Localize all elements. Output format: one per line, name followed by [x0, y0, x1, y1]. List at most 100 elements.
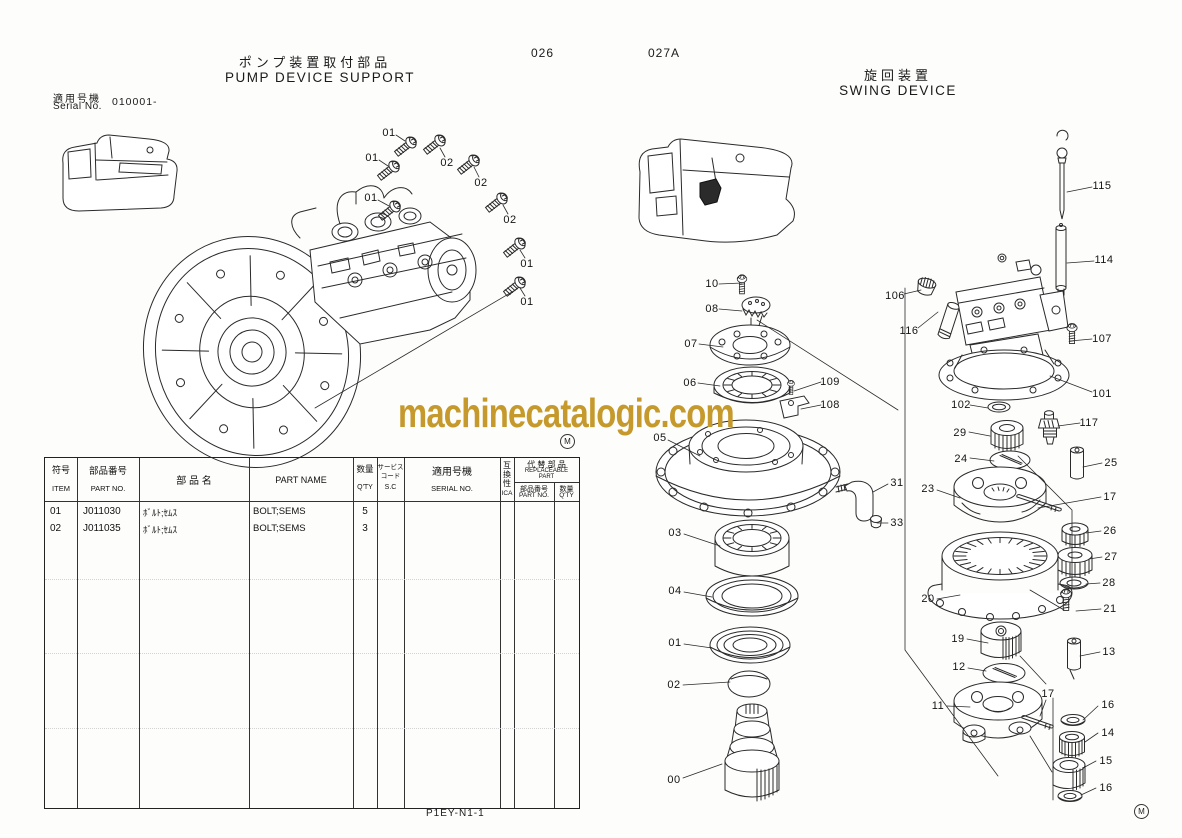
serial-label-jp: 適用号機	[53, 94, 101, 105]
swing-part-11-carrier	[953, 681, 1043, 744]
table-divider	[353, 458, 354, 808]
callout-12: 12	[952, 661, 966, 673]
col-ica-2: 換	[503, 470, 511, 479]
table-rule	[45, 579, 579, 580]
callout-02: 02	[503, 214, 517, 226]
col-repl-en1: REPLACEABLE	[524, 468, 569, 474]
col-sc-2: コード	[380, 473, 401, 480]
callout-17: 17	[1103, 491, 1117, 503]
table-divider	[77, 458, 78, 808]
swing-part-07	[709, 324, 791, 366]
watermark: machinecatalogic.com	[398, 390, 735, 436]
table-divider	[514, 458, 515, 808]
serial-label-en: Serial No.	[53, 101, 102, 112]
swing-part-17-lower	[1021, 715, 1054, 730]
table-divider	[554, 482, 555, 808]
swing-part-13	[1067, 637, 1081, 680]
swing-part-115-dipstick	[1056, 129, 1069, 220]
col-qty-jp: 数量	[356, 464, 374, 474]
callout-106: 106	[885, 290, 905, 302]
col-repl-qty-en: Q'TY	[559, 492, 574, 499]
swing-part-03	[715, 520, 789, 577]
swing-leader-lines	[667, 186, 1103, 796]
callout-17: 17	[1041, 688, 1055, 700]
swing-part-29	[990, 420, 1024, 452]
swing-part-01	[709, 626, 791, 664]
table-divider	[249, 458, 250, 808]
col-repl-qty-jp: 数量	[559, 486, 574, 493]
pump-section-title-en: PUMP DEVICE SUPPORT	[225, 70, 416, 85]
pump-leader-lines	[314, 134, 526, 409]
page-code-right: 027A	[648, 46, 681, 60]
swing-part-19	[980, 621, 1022, 660]
swing-part-23	[953, 466, 1047, 523]
swing-part-17-upper	[1016, 494, 1062, 512]
table-divider	[500, 458, 501, 808]
callout-08: 08	[705, 303, 719, 315]
callout-01: 01	[520, 296, 534, 308]
swing-part-102	[987, 401, 1011, 413]
swing-part-108	[779, 395, 810, 419]
pump-assembly	[142, 185, 477, 468]
callout-116: 116	[899, 325, 919, 337]
callout-107: 107	[1092, 333, 1112, 345]
swing-part-00-shaft	[724, 703, 780, 802]
col-ica-1: 互	[503, 461, 511, 470]
col-serial-jp: 適用号機	[432, 467, 472, 478]
cell-name-jp: ﾎﾞﾙﾄ;ｾﾑｽ	[143, 525, 178, 535]
swing-part-16-lower	[1057, 790, 1083, 802]
callout-16: 16	[1099, 782, 1113, 794]
col-partno-en: PART NO.	[90, 484, 126, 493]
callout-29: 29	[953, 427, 967, 439]
table-divider	[377, 458, 378, 808]
swing-part-20-ring-gear	[928, 532, 1072, 621]
swing-part-25	[1070, 446, 1084, 480]
callout-26: 26	[1103, 525, 1117, 537]
cell-qty: 3	[362, 523, 368, 534]
col-sc-1: サービス	[377, 464, 404, 471]
col-repl-jp: 代 替 部 品	[527, 460, 566, 469]
col-repl-partno-jp: 部品番号	[520, 486, 548, 493]
callout-31: 31	[890, 477, 904, 489]
excavator-thumb-right	[638, 138, 795, 243]
cell-part-no: J011030	[83, 506, 121, 517]
swing-part-31	[835, 480, 874, 522]
swing-part-08	[741, 296, 771, 337]
callout-03: 03	[668, 527, 682, 539]
swing-part-33	[870, 515, 882, 529]
pump-section-title-jp: ポンプ装置取付部品	[238, 55, 392, 70]
callout-19: 19	[951, 633, 965, 645]
callout-27: 27	[1104, 551, 1118, 563]
drawing-code: P1EY-N1-1	[426, 808, 485, 819]
callout-24: 24	[954, 453, 968, 465]
col-item-jp: 符号	[51, 465, 70, 475]
callout-01: 01	[364, 192, 378, 204]
callout-16: 16	[1101, 699, 1115, 711]
swing-part-106	[917, 277, 937, 296]
swing-part-02	[727, 670, 771, 698]
swing-part-05	[655, 419, 841, 518]
col-repl-partno-en: PART NO.	[519, 492, 549, 499]
col-sc-3: S.C	[384, 484, 397, 491]
swing-part-16-upper	[1060, 714, 1086, 726]
callout-02: 02	[667, 679, 681, 691]
callout-28: 28	[1102, 577, 1116, 589]
excavator-thumb-left	[62, 134, 178, 212]
swing-section-title-jp: 旋回装置	[863, 68, 932, 83]
circled-m-mark-left: M	[560, 434, 575, 449]
table-rule	[45, 653, 579, 654]
table-divider	[404, 458, 405, 808]
cell-qty: 5	[362, 506, 368, 517]
callout-11: 11	[931, 700, 945, 712]
col-ica-3: 性	[503, 479, 511, 488]
callout-108: 108	[820, 399, 840, 411]
swing-part-116	[937, 301, 960, 340]
swing-part-24	[989, 450, 1031, 470]
swing-alignment-lines	[756, 287, 1073, 801]
swing-part-114	[1055, 223, 1067, 296]
swing-part-04	[705, 575, 799, 617]
callout-00: 00	[667, 774, 681, 786]
col-serial-en: SERIAL NO.	[431, 484, 473, 493]
